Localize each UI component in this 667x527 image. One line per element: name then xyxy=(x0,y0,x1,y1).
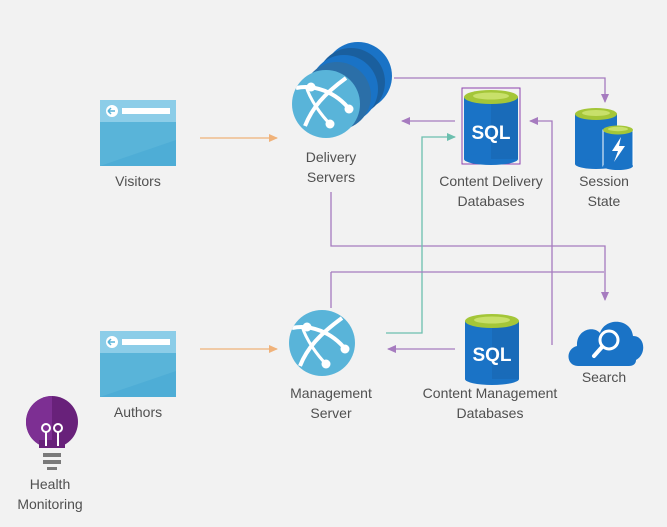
session-state-cache-icon xyxy=(575,108,634,170)
health-monitoring-bulb-icon xyxy=(26,396,78,470)
connector-delivery-to-search xyxy=(330,192,609,301)
session-state-label-line1: Session xyxy=(579,173,629,189)
delivery-servers-label-line2: Servers xyxy=(306,169,356,185)
content-management-db-icon: SQL xyxy=(465,314,519,385)
delivery-servers-label-line1: Delivery xyxy=(305,149,357,165)
management-server-label-line1: Management xyxy=(290,385,372,401)
connector-management-to-cd-db xyxy=(386,133,456,334)
connector-search-to-cd-db xyxy=(529,117,553,345)
content-management-sql-text: SQL xyxy=(472,345,511,366)
health-monitoring-label-line1: Health xyxy=(29,476,71,492)
content-delivery-sql-text: SQL xyxy=(471,123,510,144)
search-cloud-icon xyxy=(568,321,644,366)
visitors-label: Visitors xyxy=(115,173,161,189)
content-management-db-label-line1: Content Management xyxy=(422,385,558,401)
content-delivery-db-label-line2: Databases xyxy=(457,193,525,209)
authors-label: Authors xyxy=(113,404,163,420)
content-management-db-label-line2: Databases xyxy=(456,405,524,421)
health-monitoring-label-line2: Monitoring xyxy=(17,496,83,512)
authors-browser-icon xyxy=(100,331,176,397)
content-delivery-db-icon: SQL xyxy=(461,87,521,165)
content-delivery-db-label-line1: Content Delivery xyxy=(439,173,543,189)
search-label: Search xyxy=(581,369,627,385)
connector-delivery-to-session xyxy=(394,77,609,103)
delivery-servers-globe-icon xyxy=(292,42,392,138)
connector-management-to-search xyxy=(330,271,604,308)
visitors-browser-icon xyxy=(100,100,176,166)
management-server-globe-icon xyxy=(289,310,355,376)
session-state-label-line2: State xyxy=(587,193,621,209)
management-server-label-line2: Server xyxy=(310,405,352,421)
